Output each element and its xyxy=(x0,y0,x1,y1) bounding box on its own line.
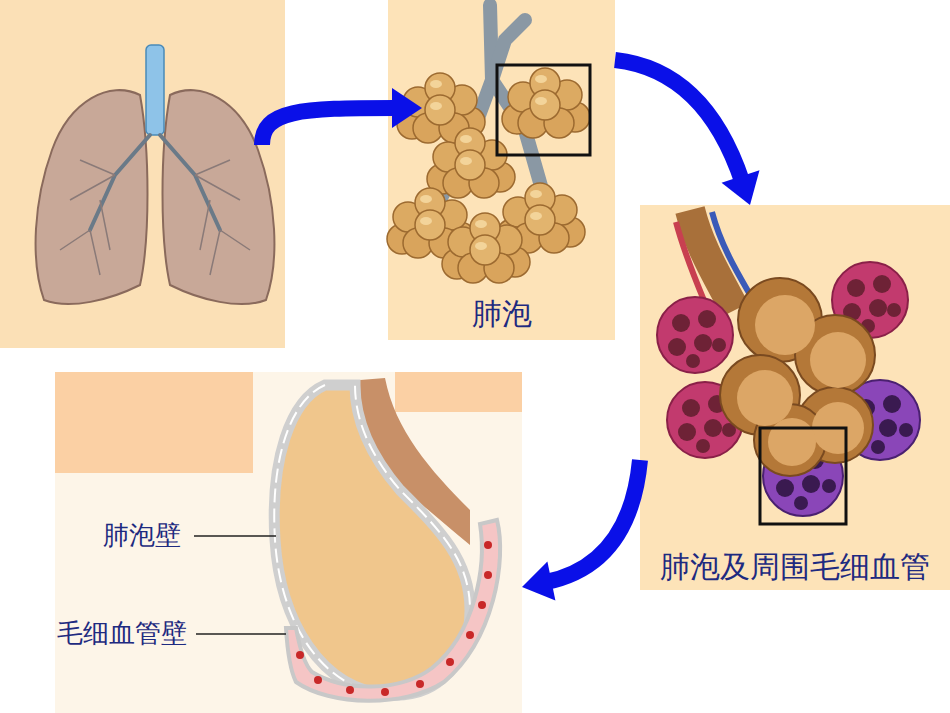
flow-arrow xyxy=(522,460,640,601)
label-text: 肺泡 xyxy=(472,296,532,332)
label-text: 毛细血管壁 xyxy=(57,618,187,649)
label-text: 肺泡壁 xyxy=(103,520,181,551)
capillary-panel: 肺泡及周围毛细血管 xyxy=(640,205,950,590)
cross-section-panel: 肺泡壁毛细血管壁 xyxy=(55,372,522,713)
alveoli-panel: 肺泡 xyxy=(388,0,615,340)
flow-arrow xyxy=(615,60,759,205)
label-text: 肺泡及周围毛细血管 xyxy=(660,549,930,585)
